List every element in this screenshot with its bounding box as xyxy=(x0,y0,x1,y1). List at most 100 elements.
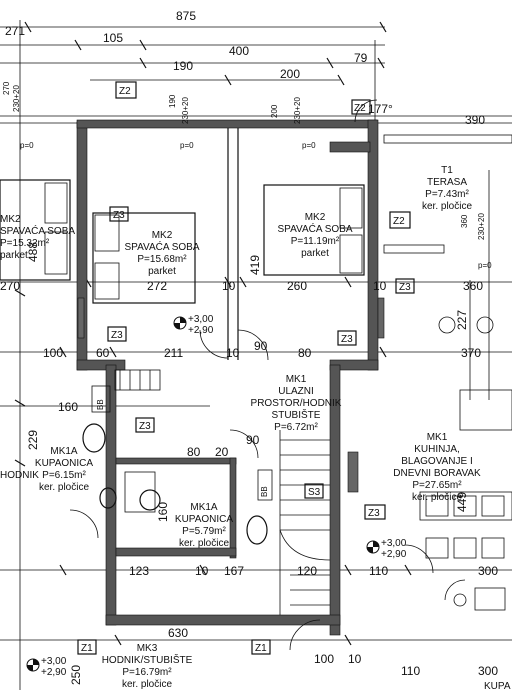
dim-10c: 10 xyxy=(226,346,240,360)
room-name-line: PROSTOR/HODNIK xyxy=(251,398,342,409)
dim-300b: 300 xyxy=(478,664,498,678)
dim-100a: 100 xyxy=(43,346,63,360)
tag-z2: Z2 xyxy=(393,216,405,227)
vdim-230-20c: 230+20 xyxy=(293,97,302,124)
vdim-449: 449 xyxy=(455,492,469,512)
dim-20: 20 xyxy=(215,445,229,459)
room-floor: ker. pločice xyxy=(179,538,229,549)
dim-400: 400 xyxy=(229,44,249,58)
room-code: MK2 xyxy=(305,212,326,223)
vdim-419: 419 xyxy=(248,255,262,275)
dim-80b: 80 xyxy=(187,445,201,459)
room-label: MK2 SPAVAĆA SOBA P=15.32m² parket xyxy=(0,214,75,261)
dim-10d: 10 xyxy=(195,564,209,578)
dim-60: 60 xyxy=(96,346,110,360)
room-code: MK3 xyxy=(137,643,158,654)
room-name: HODNIK/STUBIŠTE xyxy=(102,653,193,666)
tag-bb: BB xyxy=(260,486,269,497)
level-markers xyxy=(26,316,380,672)
tag-z3: Z3 xyxy=(341,334,353,345)
room-label: MK2 SPAVAĆA SOBA P=11.19m² parket xyxy=(277,212,352,259)
vdim-230-20d: 230+20 xyxy=(477,213,486,240)
dim-270-left: 270 xyxy=(0,279,20,293)
room-area: P=5.79m² xyxy=(182,526,226,537)
room-name-line: STUBIŠTE xyxy=(272,408,321,421)
level-top: +3,00 xyxy=(381,538,407,549)
level-bottom: +2,90 xyxy=(41,667,67,678)
dim-200: 200 xyxy=(280,67,300,81)
room-name: KUPAONICA xyxy=(175,514,233,525)
vdim-230-20b: 230+20 xyxy=(181,97,190,124)
dim-79: 79 xyxy=(354,51,368,65)
room-floor: ker. pločice xyxy=(122,679,172,690)
room-fragment-hodnik: HODNIK xyxy=(0,470,39,481)
vdim-360: 360 xyxy=(460,214,469,228)
dim-272: 272 xyxy=(147,279,167,293)
walls xyxy=(76,119,385,636)
room-code: MK1 xyxy=(427,432,448,443)
tag-z3: Z3 xyxy=(399,282,411,293)
level-marker xyxy=(173,316,187,330)
dim-90b: 90 xyxy=(246,433,260,447)
dim-360: 360 xyxy=(463,279,483,293)
room-floor: parket xyxy=(148,266,176,277)
tag-z3: Z3 xyxy=(139,421,151,432)
room-area: P=15.32m² xyxy=(0,238,50,249)
room-name: TERASA xyxy=(427,177,467,188)
dim-80: 80 xyxy=(298,346,312,360)
room-name-line: DNEVNI BORAVAK xyxy=(393,468,481,479)
room-floor: ker. pločice xyxy=(39,482,89,493)
dim-167: 167 xyxy=(224,564,244,578)
tag-p0: p=0 xyxy=(478,261,492,270)
dim-160: 160 xyxy=(58,400,78,414)
tag-z2: Z2 xyxy=(119,86,131,97)
room-name: SPAVAĆA SOBA xyxy=(277,222,352,235)
door-swings xyxy=(69,99,466,651)
tag-z3: Z3 xyxy=(111,330,123,341)
level-marker xyxy=(366,540,380,554)
vdim-488: 488 xyxy=(26,242,40,262)
dim-top-875: 875 xyxy=(176,9,196,23)
room-code: MK1A xyxy=(190,502,218,513)
dim-105: 105 xyxy=(103,31,123,45)
room-code: MK1A xyxy=(50,446,78,457)
room-label: MK2 SPAVAĆA SOBA P=15.68m² parket xyxy=(124,230,199,277)
tag-p0: p=0 xyxy=(180,141,194,150)
dim-10a: 10 xyxy=(222,279,236,293)
room-floor: parket xyxy=(0,250,28,261)
dim-260: 260 xyxy=(287,279,307,293)
room-name: KUPAONICA xyxy=(35,458,93,469)
tag-bb: BB xyxy=(96,399,105,410)
room-code: T1 xyxy=(441,165,453,176)
dim-390: 390 xyxy=(465,113,485,127)
room-label: MK1 ULAZNI PROSTOR/HODNIK STUBIŠTE P=6.7… xyxy=(251,374,342,433)
dim-190: 190 xyxy=(173,59,193,73)
staircase xyxy=(279,430,331,615)
room-label: T1 TERASA P=7.43m² ker. pločice xyxy=(422,165,472,212)
dim-177: 177° xyxy=(368,102,393,116)
dim-90: 90 xyxy=(254,339,268,353)
dim-top-271: 271 xyxy=(5,24,25,38)
dim-120: 120 xyxy=(297,564,317,578)
room-name-line: KUHINJA, xyxy=(414,444,460,455)
dim-110: 110 xyxy=(369,564,388,578)
level-bottom: +2,90 xyxy=(188,325,214,336)
dim-229: 229 xyxy=(26,430,40,450)
furniture xyxy=(0,134,512,615)
room-name: SPAVAĆA SOBA xyxy=(0,224,75,237)
tag-z1: Z1 xyxy=(81,643,93,654)
level-top: +3,00 xyxy=(41,656,67,667)
room-floor: parket xyxy=(301,248,329,259)
dim-110b: 110 xyxy=(401,664,420,678)
room-label: MK1A KUPAONICA P=6.15m² ker. pločice xyxy=(35,446,93,493)
room-name: SPAVAĆA SOBA xyxy=(124,240,199,253)
tag-p0: p=0 xyxy=(20,141,34,150)
vdim-190: 190 xyxy=(168,94,177,108)
tag-z3: Z3 xyxy=(113,210,125,221)
room-code: MK2 xyxy=(152,230,173,241)
room-floor: ker. pločice xyxy=(422,201,472,212)
room-area: P=6.72m² xyxy=(274,422,318,433)
room-area: P=7.43m² xyxy=(425,189,469,200)
level-bottom: +2,90 xyxy=(381,549,407,560)
